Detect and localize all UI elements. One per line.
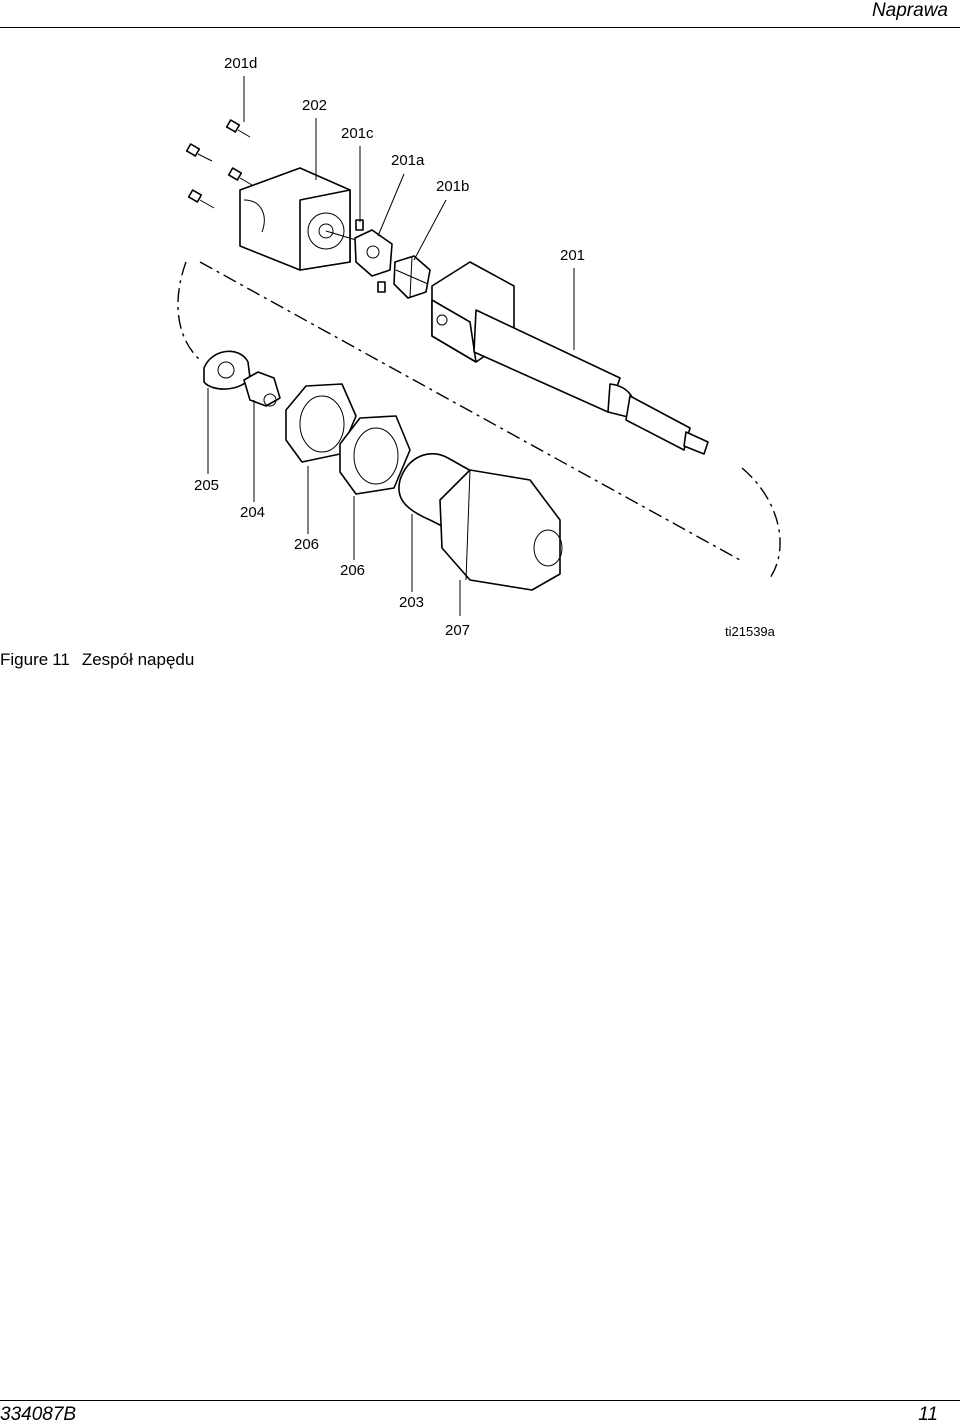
coupling-hub-201a bbox=[354, 229, 393, 277]
label-206-a: 206 bbox=[294, 536, 319, 553]
screw-201d bbox=[185, 119, 253, 209]
caption-title: Zespół napędu bbox=[81, 650, 195, 669]
caption-prefix: Figure bbox=[0, 650, 49, 669]
label-201d: 201d bbox=[224, 55, 257, 72]
label-204: 204 bbox=[240, 504, 265, 521]
footer-rule bbox=[0, 1400, 960, 1401]
document-number: 334087B bbox=[0, 1404, 77, 1425]
adapter-207 bbox=[439, 469, 563, 591]
label-201c: 201c bbox=[341, 125, 374, 142]
label-203: 203 bbox=[399, 594, 424, 611]
exploded-assembly-drawing: 201d 202 201c 201a 201b 201 205 204 206 … bbox=[177, 55, 781, 639]
assembly-axis-line bbox=[177, 261, 781, 579]
label-201a: 201a bbox=[391, 152, 425, 169]
nut-206-b bbox=[339, 415, 411, 495]
fitting-204 bbox=[243, 371, 281, 407]
label-206-b: 206 bbox=[340, 562, 365, 579]
spider-201b bbox=[393, 255, 431, 299]
header-rule bbox=[0, 27, 960, 28]
label-201: 201 bbox=[560, 247, 585, 264]
motor-202 bbox=[239, 167, 357, 271]
caption-number: 11 bbox=[52, 650, 70, 669]
clamp-205 bbox=[203, 350, 251, 390]
linear-actuator-201 bbox=[431, 261, 709, 455]
label-201b: 201b bbox=[436, 178, 469, 195]
figure-image-id: ti21539a bbox=[725, 624, 776, 639]
section-title: Naprawa bbox=[871, 0, 948, 21]
label-207: 207 bbox=[445, 622, 470, 639]
page-number: 11 bbox=[918, 1404, 938, 1425]
label-202: 202 bbox=[302, 97, 327, 114]
label-205: 205 bbox=[194, 477, 219, 494]
